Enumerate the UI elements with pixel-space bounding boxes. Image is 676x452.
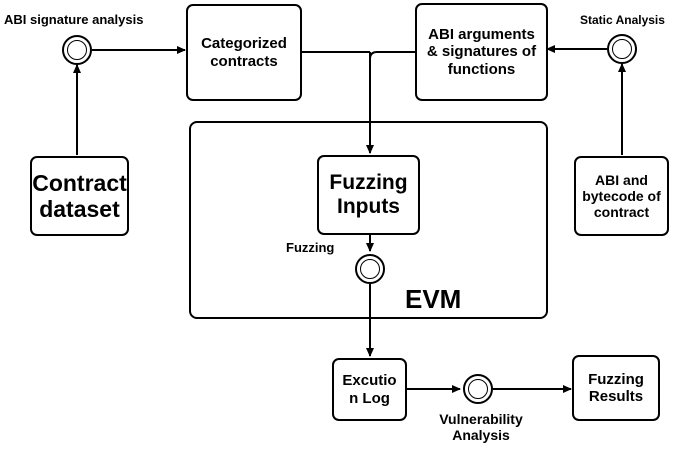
fuzzing-results-text: Fuzzing Results [588,370,644,405]
abi-signature-analysis-node [62,35,92,65]
contract-dataset-text: Contract dataset [32,169,127,222]
evm-label: EVM [405,284,462,314]
vulnerability-analysis-node [463,374,493,404]
abi-bytecode-text: ABI and bytecode of contract [582,171,661,221]
fuzzing-label: Fuzzing [286,240,335,255]
fuzzing-inputs-text: Fuzzing Inputs [329,170,408,218]
evm-container [189,121,548,319]
abi-bytecode-box: ABI and bytecode of contract [574,156,669,236]
static-analysis-node [607,34,637,64]
categorized-contracts-text: Categorized contracts [201,35,287,70]
fuzzing-results-box: Fuzzing Results [572,355,660,421]
contract-dataset-box: Contract dataset [30,156,129,236]
abi-arguments-box: ABI arguments & signatures of functions [415,3,548,101]
vulnerability-analysis-label: Vulnerability Analysis [439,411,523,444]
categorized-contracts-box: Categorized contracts [186,4,302,101]
abi-arguments-text: ABI arguments & signatures of functions [426,26,537,78]
execution-log-text: Excutio n Log [342,372,397,407]
execution-log-box: Excutio n Log [332,358,407,421]
connector-abi-arguments-to-merge [369,51,415,60]
fuzzing-inputs-box: Fuzzing Inputs [317,155,420,235]
static-analysis-label: Static Analysis [580,13,665,27]
abi-signature-analysis-label: ABI signature analysis [4,12,144,27]
fuzzing-node [355,254,385,284]
